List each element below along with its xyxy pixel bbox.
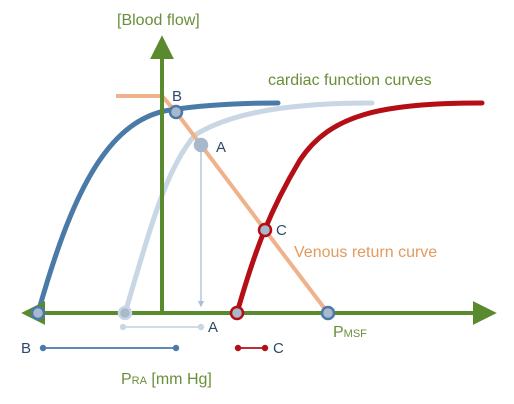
intercept-a-marker [117,305,133,321]
range-a [119,323,205,331]
range-c-label: C [273,340,284,357]
pra-label-main: P [121,371,132,388]
point-b-marker [168,104,184,120]
range-b-label: B [21,340,31,357]
range-c [234,344,269,352]
pra-axis-label: PRA [mm Hg] [121,371,212,388]
pmsf-label: PMSF [333,324,367,341]
pmsf-marker [320,305,336,321]
venous-return-label: Venous return curve [294,244,437,261]
cardiac-curve-b [35,100,281,316]
range-b [39,344,180,352]
point-a-label: A [216,139,226,156]
pra-label-unit: [mm Hg] [147,371,212,388]
pmsf-label-main: P [333,324,344,341]
venous-return-curve [116,94,330,315]
point-c-label: C [276,222,287,239]
intercept-b-marker [30,305,46,321]
pra-label-sub: RA [132,375,148,387]
point-a-marker [193,137,209,153]
y-axis-label: [Blood flow] [117,12,200,29]
range-a-label: A [208,319,218,336]
cardiac-curve-c [234,100,485,316]
pmsf-label-sub: MSF [344,328,368,340]
cardiac-curves-label: cardiac function curves [268,72,432,89]
point-b-label: B [172,88,182,105]
intercept-c-marker [229,305,245,321]
point-c-marker [257,222,273,238]
